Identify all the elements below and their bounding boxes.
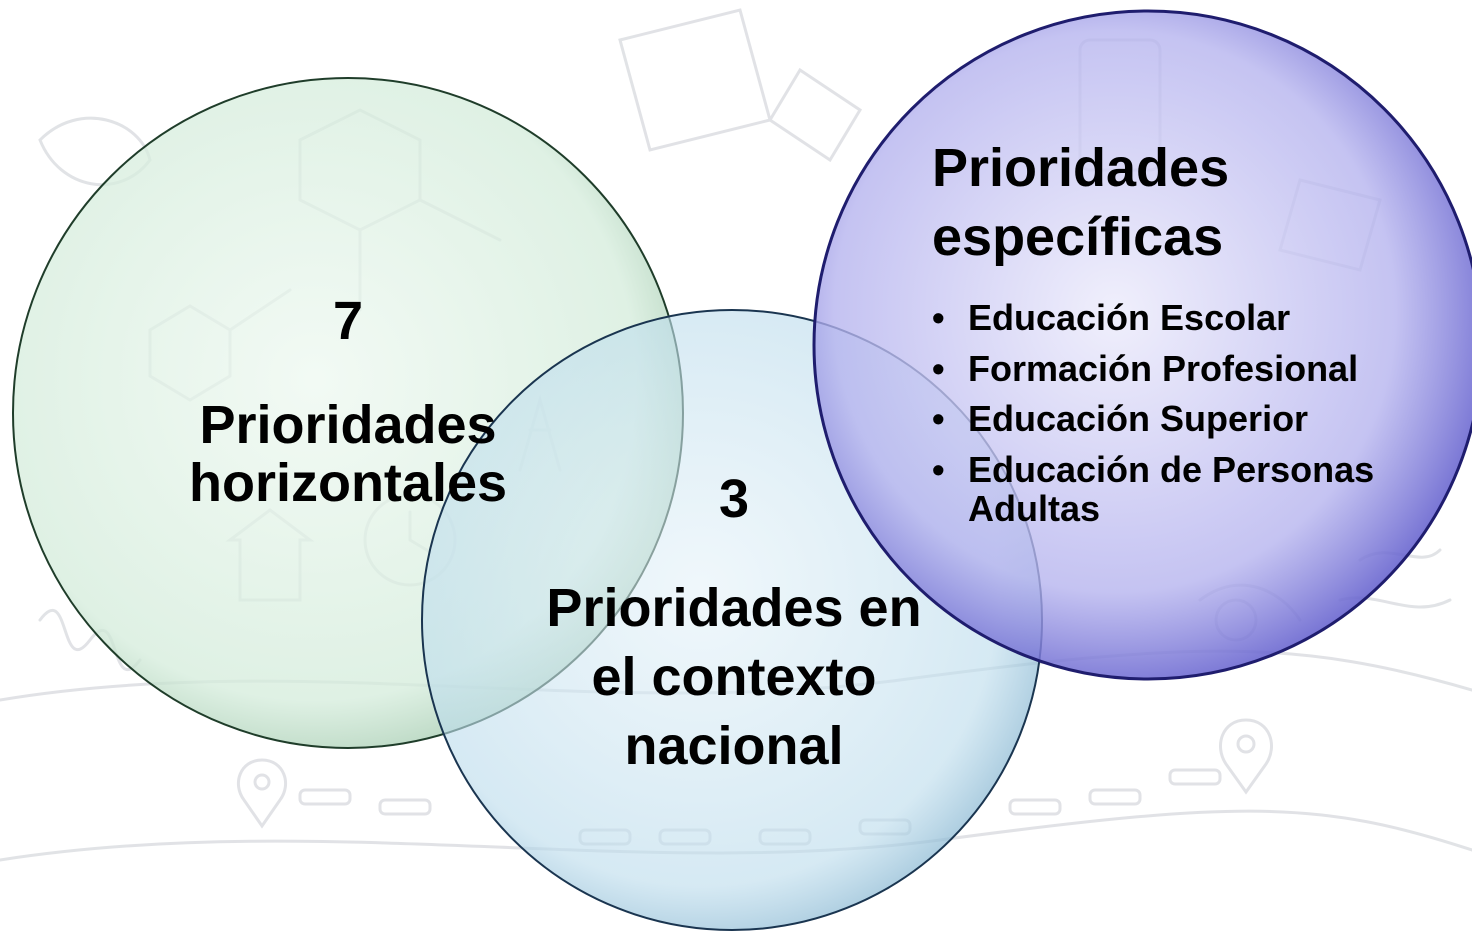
list-item: • Formación Profesional bbox=[932, 347, 1402, 389]
list-item-label: Educación Superior bbox=[968, 398, 1309, 440]
green-circle-title: Prioridades horizontales bbox=[188, 395, 508, 514]
map-pin-doodle bbox=[1219, 718, 1273, 795]
squiggle-doodle bbox=[38, 609, 142, 671]
map-pin-doodle bbox=[236, 758, 288, 829]
purple-circle-list: • Educación Escolar • Formación Profesio… bbox=[932, 298, 1402, 540]
list-item: • Educación Escolar bbox=[932, 298, 1402, 338]
list-item-label: Educación de Personas Adultas bbox=[968, 448, 1375, 530]
blue-circle-title: Prioridades en el contexto nacional bbox=[546, 578, 922, 777]
list-item: • Educación Superior bbox=[932, 399, 1402, 439]
list-item: • Educación de Personas Adultas bbox=[932, 450, 1402, 529]
purple-circle-title: Prioridades específicas bbox=[932, 138, 1230, 267]
green-circle-count: 7 bbox=[332, 291, 364, 351]
purple-circle bbox=[812, 9, 1472, 681]
blue-circle-count: 3 bbox=[718, 469, 750, 529]
bullet-icon: • bbox=[932, 398, 945, 440]
bullet-icon: • bbox=[932, 347, 945, 389]
bullet-icon: • bbox=[932, 297, 945, 338]
list-item-label: Formación Profesional bbox=[968, 347, 1359, 389]
list-item-label: Educación Escolar bbox=[968, 297, 1291, 338]
bullet-icon: • bbox=[932, 448, 945, 490]
